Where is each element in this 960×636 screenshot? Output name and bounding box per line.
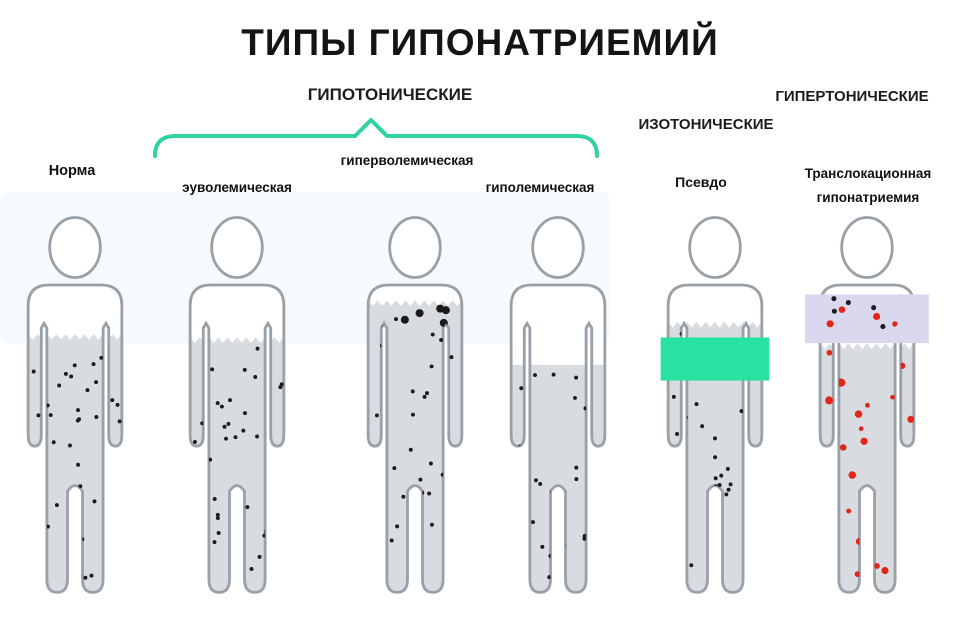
figure-label-hypervolemic: гиперволемическая bbox=[340, 153, 474, 168]
page-title: ТИПЫ ГИПОНАТРИЕМИЙ bbox=[241, 22, 719, 63]
figure-euvolemic bbox=[188, 216, 286, 594]
figure-label-translocational: Транслокационная гипонатриемия bbox=[793, 162, 943, 210]
group-label-hypotonic: ГИПОТОНИЧЕСКИЕ bbox=[307, 85, 473, 104]
figure-label-translocational-line1: Транслокационная bbox=[804, 166, 932, 181]
figure-hypervolemic bbox=[366, 216, 464, 594]
figure-label-hypolemic: гиполемическая bbox=[485, 180, 595, 195]
figure-translocational bbox=[805, 216, 929, 594]
hypotonic-bracket bbox=[153, 118, 599, 158]
group-label-isotonic: ИЗОТОНИЧЕСКИЕ bbox=[638, 116, 774, 133]
figure-hypolemic bbox=[509, 216, 607, 594]
group-label-hypertonic: ГИПЕРТОНИЧЕСКИЕ bbox=[775, 88, 929, 105]
figure-pseudo bbox=[660, 216, 770, 594]
figure-label-pseudo: Псевдо bbox=[675, 174, 727, 190]
figure-norma bbox=[26, 216, 124, 594]
figure-label-euvolemic: эуволемическая bbox=[182, 180, 292, 195]
figure-label-translocational-line2: гипонатриемия bbox=[816, 190, 920, 205]
figure-label-norma: Норма bbox=[48, 163, 96, 179]
